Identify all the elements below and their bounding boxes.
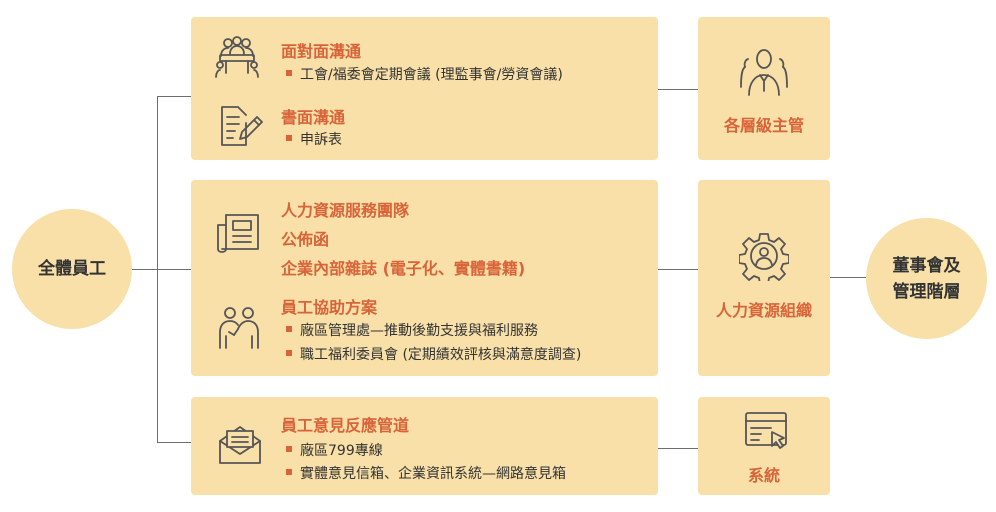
channel-title-announcement: 公佈函	[281, 230, 330, 249]
channel-box-direct-written	[191, 17, 658, 160]
channel-title-feedback: 員工意見反應管道	[281, 416, 410, 435]
people-support-icon	[214, 304, 264, 352]
destination-box-hr-org	[698, 180, 830, 376]
connector-dest-2	[658, 269, 698, 270]
employees-label: 全體員工	[38, 259, 106, 279]
board-node: 董事會及 管理階層	[866, 218, 987, 339]
manager-icon	[737, 45, 791, 99]
channel-item-suggestion-box: 實體意見信箱、企業資訊系統—網路意見箱	[284, 463, 566, 483]
connector-branch-2	[157, 269, 191, 270]
connector-board	[830, 277, 866, 278]
destination-label-system: 系統	[747, 466, 780, 485]
computer-click-icon	[744, 410, 790, 452]
channel-box-feedback	[191, 397, 658, 495]
meeting-icon	[214, 35, 260, 81]
channel-title-face-to-face: 面對面溝通	[281, 42, 362, 61]
gear-person-icon	[739, 231, 789, 281]
board-label-line1: 董事會及	[892, 255, 961, 276]
connector-dest-1	[658, 89, 698, 90]
board-label-line2: 管理階層	[892, 281, 961, 302]
newspaper-icon	[216, 211, 262, 255]
connector-branch-3	[157, 442, 191, 443]
channel-title-eap: 員工協助方案	[281, 298, 378, 317]
channel-box-hr	[191, 180, 658, 376]
connector-branch-1	[157, 96, 191, 97]
document-pen-icon	[216, 103, 264, 149]
channel-item-welfare-committee: 職工福利委員會 (定期績效評核與滿意度調查)	[284, 344, 581, 364]
destination-label-hr-org: 人力資源組織	[715, 301, 812, 320]
envelope-icon	[217, 423, 263, 467]
connector-employees-trunk	[132, 269, 158, 270]
channel-title-written: 書面溝通	[281, 108, 346, 127]
connector-dest-3	[658, 448, 698, 449]
channel-item-union-meeting: 工會/福委會定期會議 (理監事會/勞資會議)	[284, 64, 563, 84]
channel-item-grievance-form: 申訴表	[284, 129, 342, 149]
channel-item-hotline: 廠區799專線	[284, 440, 383, 460]
channel-title-magazine: 企業內部雜誌 (電子化、實體書籍)	[281, 259, 526, 278]
channel-title-hr-team: 人力資源服務團隊	[281, 201, 410, 220]
destination-label-managers: 各層級主管	[723, 116, 804, 135]
channel-item-plant-office: 廠區管理處—推動後勤支援與福利服務	[284, 320, 538, 340]
employees-node: 全體員工	[12, 209, 132, 329]
